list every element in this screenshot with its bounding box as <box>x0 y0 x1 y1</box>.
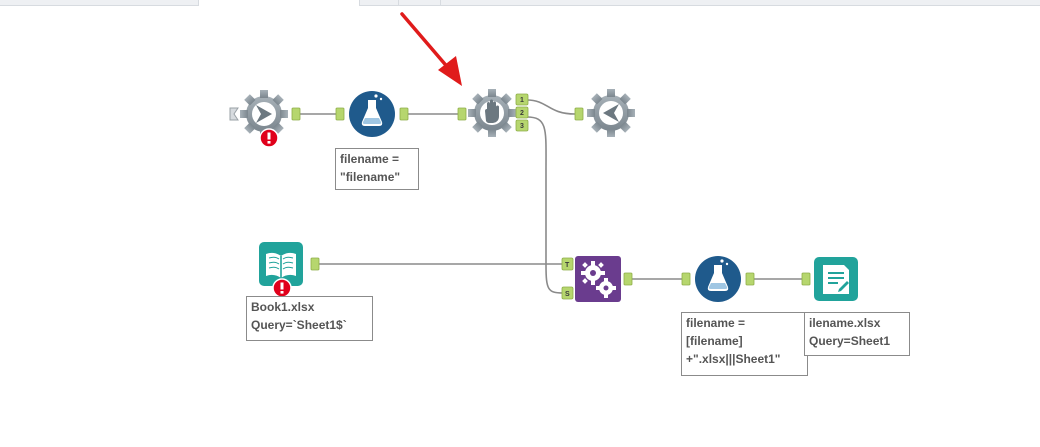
control-container-tool[interactable]: 1 2 3 <box>457 89 529 137</box>
error-exclamation-icon <box>259 128 279 148</box>
batch-macro-gears-icon <box>575 256 621 302</box>
red-arrow-icon <box>400 12 462 86</box>
output-file-icon <box>814 257 858 301</box>
formula-flask-icon <box>349 91 395 137</box>
input-anchor[interactable] <box>229 107 239 121</box>
output-anchor[interactable] <box>310 257 320 271</box>
control-parameter-icon <box>240 90 288 138</box>
open-book-icon <box>259 242 303 286</box>
output-anchor-1[interactable] <box>515 93 529 106</box>
formula-tool-1[interactable] <box>335 91 409 137</box>
anchor-label-1: 1 <box>520 97 524 104</box>
output-anchor[interactable] <box>745 272 755 286</box>
input-anchor[interactable] <box>335 107 345 121</box>
output-anchor[interactable] <box>623 272 633 286</box>
control-parameter-output-tool[interactable] <box>574 89 635 137</box>
connection-control-to-output-param[interactable] <box>526 99 576 115</box>
formula-flask-icon <box>695 256 741 302</box>
input-anchor[interactable] <box>457 107 467 121</box>
tab-separator <box>398 0 399 5</box>
annotation-output-data: ilename.xlsx Query=Sheet1 <box>804 312 910 356</box>
tab-active-workflow[interactable] <box>198 0 360 6</box>
annotation-formula-2: filename = [filename] +".xlsx|||Sheet1" <box>681 312 808 376</box>
output-data-tool[interactable] <box>801 257 858 301</box>
output-anchor-stack: 1 2 3 <box>515 93 529 132</box>
control-parameter-output-icon <box>587 89 635 137</box>
tab-strip <box>0 0 1040 6</box>
anchor-label-s: S <box>565 291 570 298</box>
connections <box>300 99 806 294</box>
input-anchor[interactable] <box>801 272 811 286</box>
output-anchor[interactable] <box>291 107 301 121</box>
control-parameter-tool[interactable] <box>229 90 301 148</box>
output-anchor-2[interactable] <box>515 106 529 119</box>
anchor-label-2: 2 <box>520 110 524 117</box>
formula-tool-2[interactable] <box>681 256 755 302</box>
output-anchor[interactable] <box>399 107 409 121</box>
batch-macro-tool[interactable]: T S <box>561 256 633 302</box>
anchor-label-t: T <box>565 262 570 269</box>
input-anchor-s[interactable] <box>561 286 574 300</box>
input-data-tool[interactable] <box>259 242 320 298</box>
input-anchor[interactable] <box>574 107 584 121</box>
annotation-input-data: Book1.xlsx Query=`Sheet1$` <box>246 296 373 341</box>
error-exclamation-icon <box>272 278 292 298</box>
tab-separator <box>440 0 441 5</box>
hand-stop-icon <box>468 89 516 137</box>
output-anchor-3[interactable] <box>515 119 529 132</box>
input-anchor-t[interactable] <box>561 257 574 271</box>
annotation-formula-1: filename = "filename" <box>335 148 419 190</box>
input-anchor[interactable] <box>681 272 691 286</box>
connection-control-to-batch[interactable] <box>526 116 564 294</box>
anchor-label-3: 3 <box>520 123 524 130</box>
